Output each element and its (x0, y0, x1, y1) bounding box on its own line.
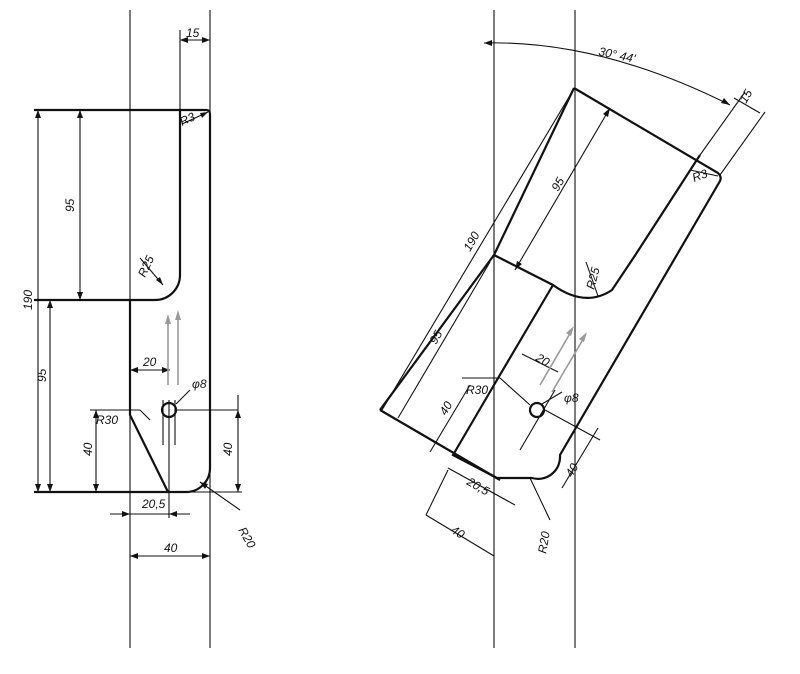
left-phi8-leader (175, 389, 191, 405)
left-view: 15 R3 95 190 R25 95 20 (21, 10, 259, 648)
right-gray-arrow-1 (566, 326, 574, 336)
left-arrow-190-b (35, 484, 41, 492)
left-dim-20: 20 (142, 355, 157, 369)
right-dim-40l-line (429, 384, 471, 453)
right-dim-40-left: 40 (436, 399, 455, 418)
right-inner-edge (493, 154, 701, 299)
left-arrow-40b-b (202, 553, 210, 559)
left-arrow-190-a (35, 110, 41, 118)
right-view: 30° 44' 15 R3 95 190 R25 95 20 (379, 10, 766, 648)
right-dim-15: 15 (736, 87, 755, 106)
left-arrow-15a (180, 37, 188, 43)
right-r20-leader (529, 477, 551, 521)
left-dim-r30: R30 (96, 413, 118, 427)
left-dim-r25: R25 (135, 253, 157, 279)
left-r30-leader-2 (139, 409, 151, 421)
right-arrow-95u-b (515, 261, 522, 270)
right-dim-angle: 30° 44' (597, 44, 637, 66)
left-arrow-205-b (169, 511, 177, 517)
right-angle-arc (483, 42, 731, 106)
right-dim-95-lower: 95 (426, 328, 445, 347)
left-dim-phi8: φ8 (192, 377, 207, 391)
right-left-extension (379, 254, 495, 411)
right-dim-r25: R25 (583, 266, 602, 291)
left-dim-40-right: 40 (221, 442, 235, 456)
right-part-outline (451, 87, 722, 480)
right-r3-leader (689, 169, 719, 177)
left-r25-arrow (156, 277, 163, 285)
left-dim-20-5: 20,5 (141, 497, 166, 511)
right-dim-95u-line (514, 107, 611, 271)
right-dim-95-upper: 95 (548, 175, 567, 194)
right-dim-40r-line (561, 427, 599, 489)
left-dim-40-left: 40 (81, 442, 95, 456)
right-angle-arrow-a (484, 40, 492, 46)
right-dim-205-line (447, 467, 516, 506)
right-dim-20-5: 20,5 (464, 474, 492, 498)
left-r20-arrow (200, 482, 208, 489)
right-dim-190-line (381, 91, 573, 411)
right-dim-40-right: 40 (562, 461, 581, 480)
right-r30-leader-2 (499, 377, 531, 406)
left-arrow-95l-a (47, 300, 53, 308)
left-arrow-40r-a (235, 410, 241, 418)
left-arrow-40r-b (235, 484, 241, 492)
right-dim-20-line (521, 353, 559, 373)
left-arrow-15b (202, 37, 210, 43)
right-dim-40b-line (425, 514, 495, 557)
left-arrow-40b-a (130, 553, 138, 559)
left-arrow-205-a (122, 511, 130, 517)
right-dim-r20: R20 (535, 530, 553, 554)
right-gray-line-2 (551, 335, 586, 393)
left-dim-190: 190 (21, 290, 35, 310)
right-dim-r30: R30 (466, 383, 488, 397)
right-dim-15-line (733, 97, 761, 114)
right-dim-40-bottom: 40 (448, 523, 467, 542)
left-arrow-40l-b (93, 484, 99, 492)
left-arrow-95u-b (77, 292, 83, 300)
right-dim-r3: R3 (690, 166, 710, 185)
right-dim-95l-line (397, 261, 491, 419)
right-ext-15a (699, 91, 746, 156)
right-ext-15b (719, 111, 766, 176)
left-dim-15: 15 (186, 26, 200, 40)
right-gray-arrow-2 (579, 332, 587, 342)
left-arrow-20-b (162, 367, 170, 373)
right-gray-line-1 (539, 329, 573, 386)
left-dim-95-lower: 95 (35, 368, 49, 382)
right-bottom-extension (379, 409, 501, 481)
right-hole (528, 401, 546, 419)
right-hole-ext (544, 409, 601, 441)
left-gray-arrow-1 (165, 314, 171, 324)
left-dim-40-bottom: 40 (164, 541, 178, 555)
right-dim-190: 190 (460, 229, 482, 254)
left-dim-r3: R3 (177, 109, 197, 128)
left-dim-r20: R20 (235, 525, 258, 551)
right-upper-left-edge (493, 87, 575, 256)
left-dim-95-upper: 95 (63, 198, 77, 212)
right-phi8-leader (541, 391, 563, 405)
right-arrow-95u-a (603, 108, 610, 117)
left-arrow-95u-a (77, 110, 83, 118)
right-ext-40b (425, 469, 449, 516)
right-dim-phi8: φ8 (564, 391, 579, 405)
left-r20-leader (199, 481, 241, 511)
left-arrow-95l-b (47, 484, 53, 492)
right-dim-20: 20 (533, 350, 553, 369)
left-gray-arrow-2 (175, 310, 181, 320)
left-arrow-40l-a (93, 410, 99, 418)
right-r25-leader (585, 261, 599, 297)
left-r3-arrow (200, 112, 208, 118)
left-arrow-20-a (130, 367, 138, 373)
right-angle-arrow-b (721, 98, 730, 105)
left-part-outline (34, 108, 212, 494)
